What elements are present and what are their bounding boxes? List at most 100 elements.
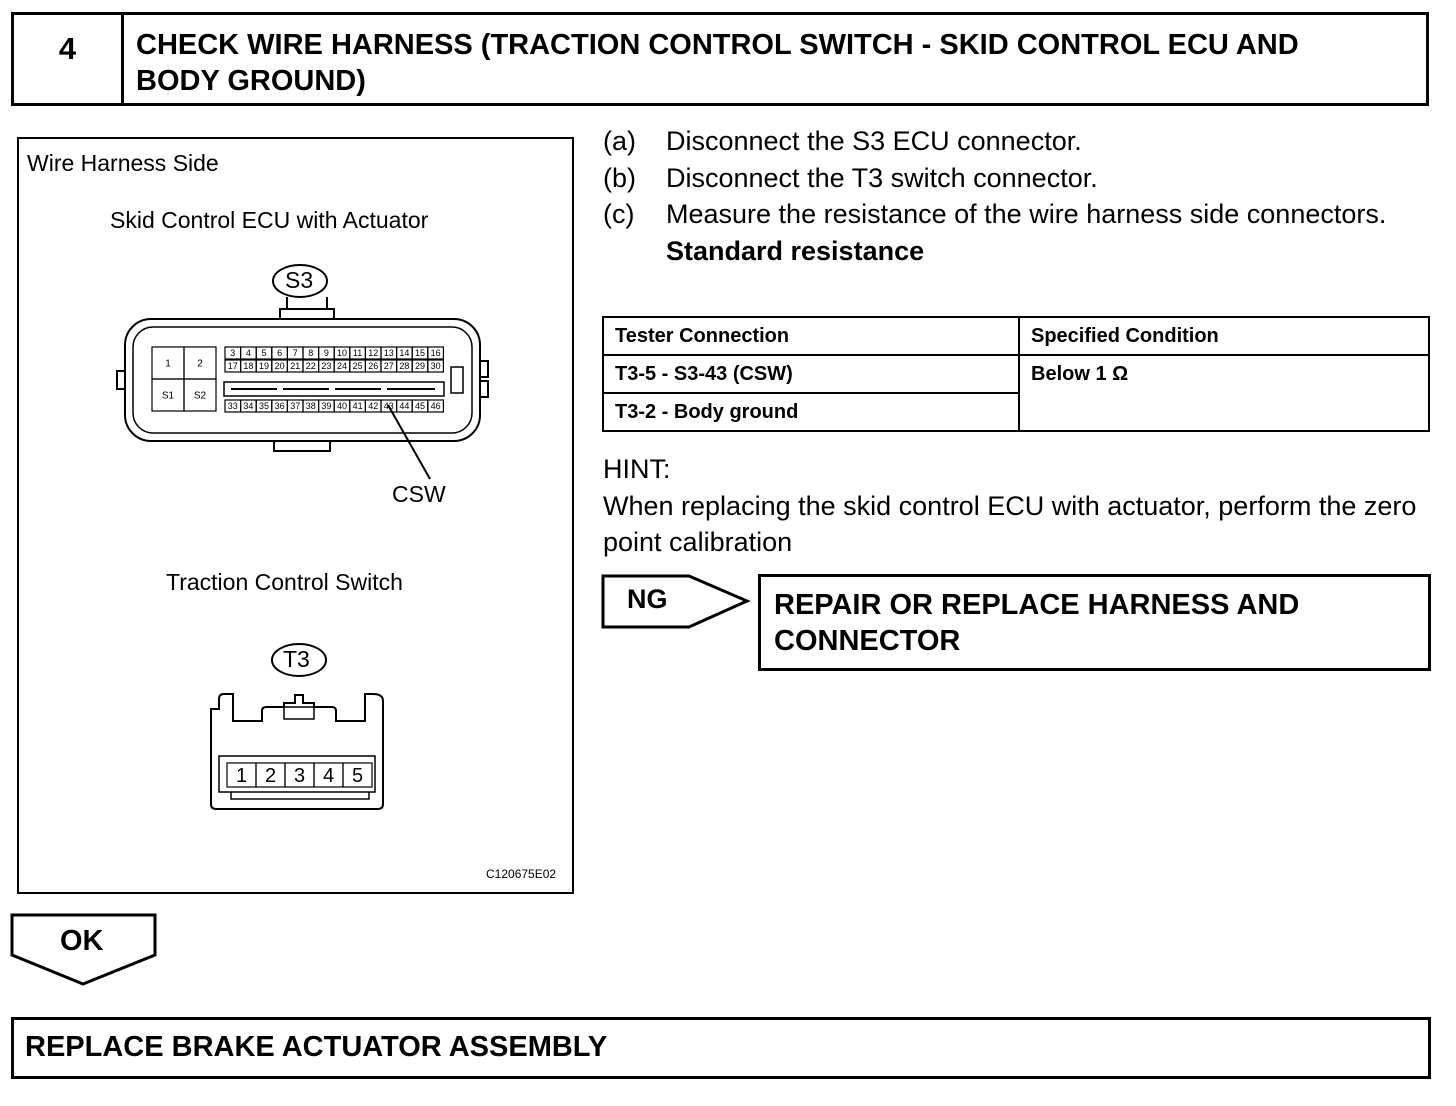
- ecu-pin-label: 45: [415, 401, 425, 411]
- ecu-pin-label: 41: [353, 401, 363, 411]
- ecu-side-tab-right: [479, 360, 489, 378]
- ecu-pin-label: 17: [228, 361, 238, 371]
- switch-pin-label: 2: [265, 765, 276, 787]
- ecu-title: Skid Control ECU with Actuator: [110, 207, 429, 233]
- instruction-c-text: Measure the resistance of the wire harne…: [666, 199, 1387, 229]
- standard-resistance-title: Standard resistance: [666, 235, 925, 266]
- instruction-a: (a) Disconnect the S3 ECU connector.: [603, 123, 1423, 160]
- ecu-pin-label: 26: [368, 361, 378, 371]
- ecu-top-latch: [286, 297, 328, 310]
- ecu-pin-label: 3: [230, 348, 235, 358]
- ecu-pin-label: 27: [384, 361, 394, 371]
- ecu-pin-label: 19: [259, 361, 269, 371]
- ecu-pin-label: 25: [353, 361, 363, 371]
- ecu-pin-label: 22: [306, 361, 316, 371]
- ng-action-box: REPAIR OR REPLACE HARNESS AND CONNECTOR: [758, 574, 1431, 671]
- ecu-pin-label: 33: [228, 401, 238, 411]
- instruction-a-text: Disconnect the S3 ECU connector.: [666, 126, 1082, 156]
- hint-text: When replacing the skid control ECU with…: [603, 490, 1417, 558]
- table-header-condition: Specified Condition: [1018, 316, 1430, 356]
- ecu-middle-slot: [223, 381, 445, 397]
- ecu-pin-label: 13: [384, 348, 394, 358]
- instruction-list: (a) Disconnect the S3 ECU connector. (b)…: [603, 123, 1423, 269]
- ecu-pin-label: 36: [275, 401, 285, 411]
- switch-pin-label: 4: [323, 765, 334, 787]
- ecu-pin-label: S1: [162, 391, 175, 402]
- ecu-pin-label: 42: [368, 401, 378, 411]
- table-cell-connection: T3-2 - Body ground: [602, 392, 1020, 432]
- csw-leader-line: [387, 404, 431, 480]
- table-cell-condition: Below 1 Ω: [1018, 354, 1430, 432]
- ng-label: NG: [627, 584, 668, 614]
- ecu-pin-label: 28: [399, 361, 409, 371]
- instruction-b: (b) Disconnect the T3 switch connector.: [603, 160, 1423, 197]
- ecu-pin-label: 18: [243, 361, 253, 371]
- step-header: 4 CHECK WIRE HARNESS (TRACTION CONTROL S…: [11, 12, 1429, 106]
- csw-callout: CSW: [392, 481, 446, 507]
- switch-pin-label-cell: [342, 762, 373, 788]
- t3-connector-label: T3: [283, 646, 310, 672]
- ecu-pin-label: 4: [246, 348, 251, 358]
- ecu-pin-label: 14: [399, 348, 409, 358]
- table-cell-connection: T3-5 - S3-43 (CSW): [602, 354, 1020, 394]
- ecu-pin-label: 37: [290, 401, 300, 411]
- ecu-pin-label: 11: [353, 348, 362, 358]
- hint-block: HINT: When replacing the skid control EC…: [603, 451, 1433, 561]
- switch-pin-label: 3: [294, 765, 305, 787]
- ecu-pin-label: 40: [337, 401, 347, 411]
- final-step-box: REPLACE BRAKE ACTUATOR ASSEMBLY: [11, 1017, 1431, 1079]
- switch-pin-label: 5: [352, 765, 363, 787]
- spec-table: Tester Connection Specified Condition T3…: [602, 316, 1430, 432]
- ecu-pin-label: 9: [324, 348, 329, 358]
- instruction-a-letter: (a): [603, 126, 636, 156]
- ecu-pin-label: 39: [321, 401, 331, 411]
- wire-harness-side-label: Wire Harness Side: [27, 150, 219, 176]
- ecu-pin-label: 7: [293, 348, 298, 358]
- table-row: T3-5 - S3-43 (CSW) Below 1 Ω: [602, 354, 1430, 432]
- ecu-pin-label: 46: [431, 401, 441, 411]
- switch-pin-label: 1: [236, 765, 247, 787]
- ecu-pin-label: 24: [337, 361, 347, 371]
- ecu-pin-label: 29: [415, 361, 425, 371]
- ecu-pin-label-cell: [427, 359, 444, 373]
- instruction-b-text: Disconnect the T3 switch connector.: [666, 162, 1098, 193]
- ecu-pin-label-cell: [427, 346, 444, 360]
- ok-arrow-shape: [10, 913, 157, 986]
- ok-label: OK: [60, 925, 104, 957]
- ecu-connector-body: [124, 318, 481, 442]
- ecu-pin-label: 12: [368, 348, 378, 358]
- ecu-pin-label: 16: [431, 348, 441, 358]
- ecu-pin-label: 34: [243, 401, 253, 411]
- ecu-pin-label: S2: [194, 391, 207, 402]
- ecu-pin-label: 38: [306, 401, 316, 411]
- final-step-text: REPLACE BRAKE ACTUATOR ASSEMBLY: [25, 1031, 608, 1063]
- ecu-bottom-latch: [273, 441, 331, 452]
- ecu-pin-label: 20: [275, 361, 285, 371]
- hint-label: HINT:: [603, 454, 671, 484]
- t3-label-bubble: [271, 643, 327, 677]
- switch-title: Traction Control Switch: [166, 569, 403, 595]
- table-header-row: Tester Connection Specified Condition: [602, 316, 1430, 356]
- instruction-c: (c) Measure the resistance of the wire h…: [603, 196, 1423, 233]
- table-row: T3-2 - Body ground: [602, 392, 1429, 432]
- ecu-pin-label: 5: [261, 348, 266, 358]
- ecu-pin-label-cell: [183, 378, 217, 412]
- ecu-pin-label: 15: [415, 348, 425, 358]
- step-number: 4: [14, 15, 124, 103]
- ecu-pin-label-cell: [427, 399, 444, 413]
- ecu-pin-label: 44: [399, 401, 409, 411]
- ecu-pin-label: 8: [308, 348, 313, 358]
- figure-code: C120675E02: [486, 867, 557, 881]
- step-title: CHECK WIRE HARNESS (TRACTION CONTROL SWI…: [136, 29, 1299, 97]
- instruction-c-letter: (c): [603, 199, 635, 229]
- s3-label-bubble: [272, 264, 328, 298]
- ecu-pin-label: 2: [197, 359, 203, 370]
- ecu-pin-label: 21: [290, 361, 300, 371]
- ng-arrow-shape: [601, 574, 751, 629]
- instruction-b-letter: (b): [603, 162, 636, 193]
- ecu-pin-label: 6: [277, 348, 282, 358]
